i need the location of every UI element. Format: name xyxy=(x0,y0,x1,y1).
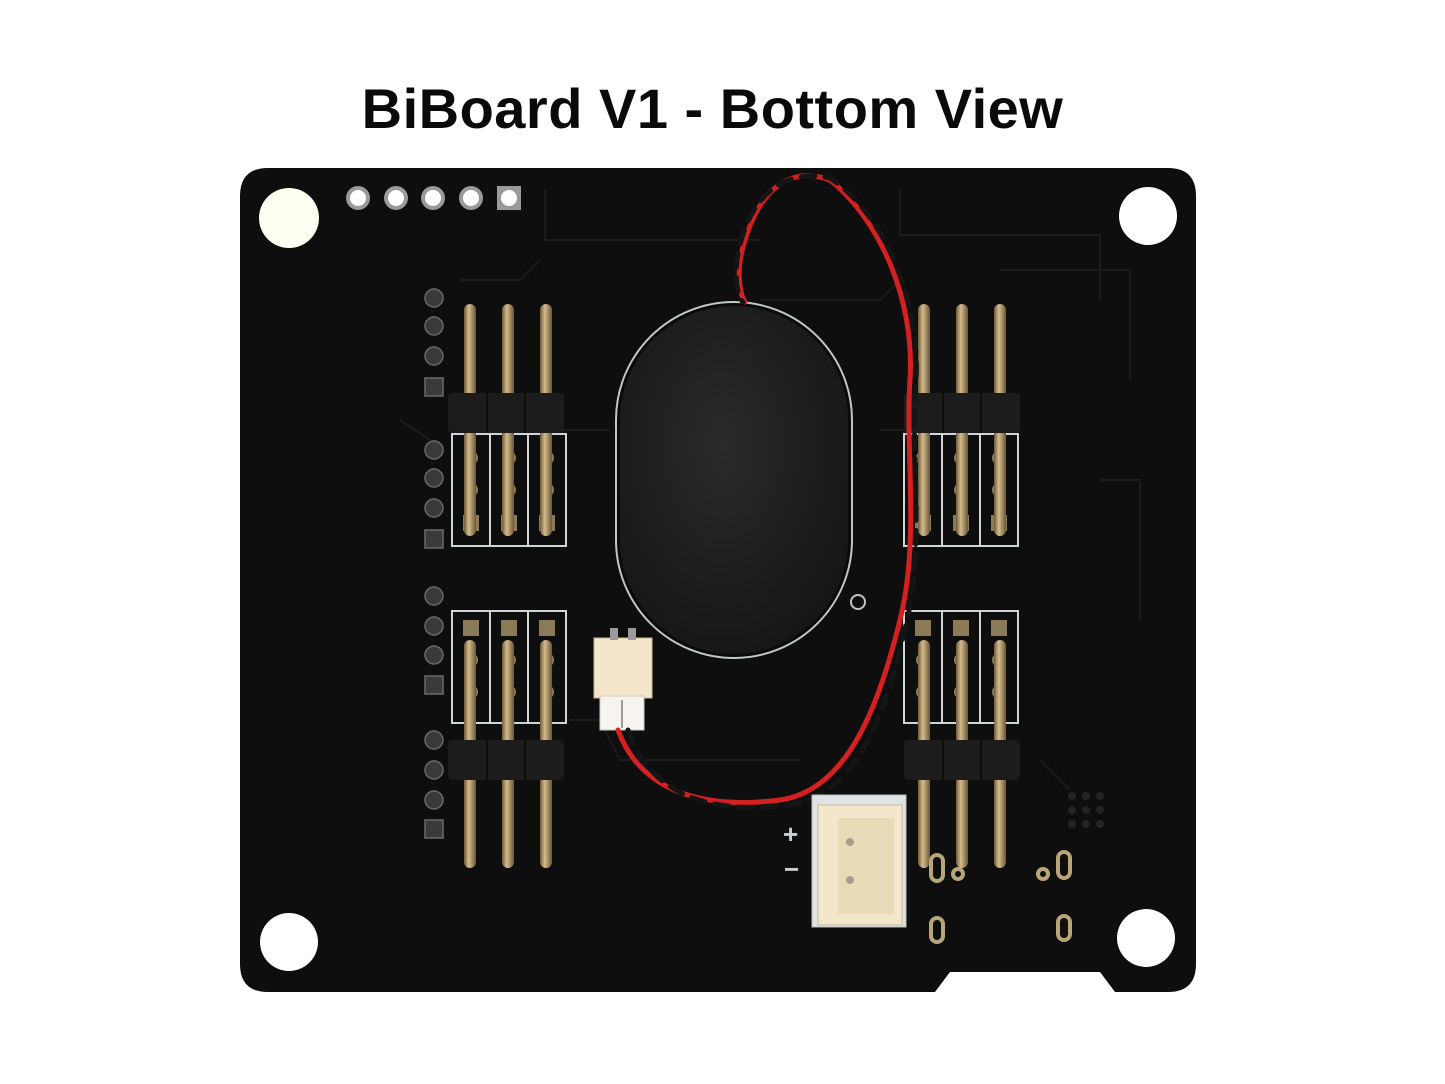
pin-header-bottom-left xyxy=(448,640,564,868)
speaker-connector xyxy=(593,628,653,731)
mounting-holes xyxy=(259,187,1177,971)
power-minus-label: − xyxy=(784,854,799,884)
left-side-pads xyxy=(424,288,444,839)
pin-header-top-right xyxy=(904,304,1020,536)
programming-pads xyxy=(346,186,521,210)
image-title: BiBoard V1 - Bottom View xyxy=(361,77,1064,140)
speaker xyxy=(615,301,866,659)
speaker-wire xyxy=(615,173,919,810)
pin-header-top-left xyxy=(448,304,564,536)
via-grid xyxy=(1068,792,1104,828)
power-plus-label: + xyxy=(783,819,798,849)
pin-header-bottom-right xyxy=(904,640,1020,868)
power-connector xyxy=(811,794,907,928)
oval-pads xyxy=(929,850,1072,944)
